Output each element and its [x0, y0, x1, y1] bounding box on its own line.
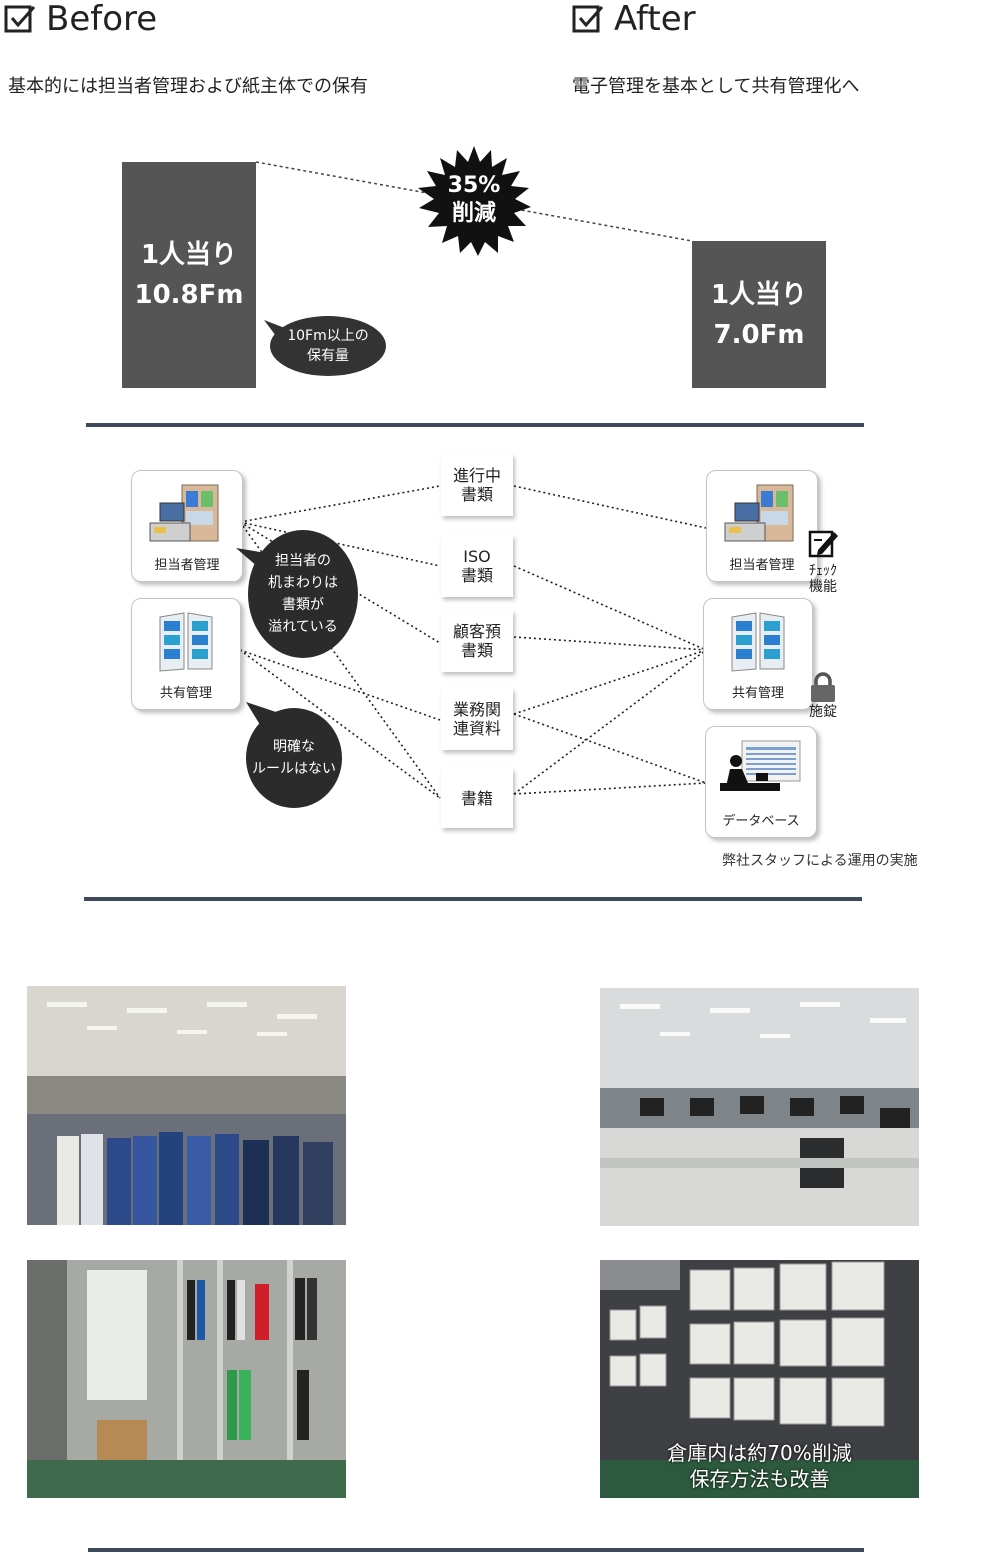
bar-after-label: 1人当り: [710, 279, 808, 310]
doc-label: 顧客預: [452, 622, 501, 641]
bubble-no-rules: 明確な ルールはない: [246, 708, 342, 808]
photo-after-office: [600, 988, 919, 1226]
holding-note-bubble: 10Fm以上の 保有量: [270, 316, 386, 376]
feature-check-line: ﾁｪｯｸ: [809, 563, 837, 579]
holding-note-tail: [264, 320, 290, 344]
doc-label: 業務関: [452, 700, 501, 719]
holding-note-line1: 10Fm以上の: [287, 328, 369, 344]
operation-note: 弊社スタッフによる運用の実施: [722, 853, 918, 869]
card-label: データベース: [722, 814, 800, 829]
bubble-desk-overflow: 担当者の 机まわりは 書類が 溢れている: [248, 530, 358, 658]
doc-label: 書類: [460, 641, 493, 660]
bar-after-value: 7.0Fm: [713, 319, 805, 350]
caption-line: 倉庫内は約70%削減: [667, 1441, 852, 1465]
section-divider-3: [88, 1548, 864, 1552]
doc-business: 業務関 連資料: [441, 688, 513, 750]
reduction-percent: 35%: [447, 173, 501, 198]
photo-before-office: [27, 986, 346, 1225]
card-shared-managed-after: 共有管理: [703, 598, 813, 710]
burst-badge: 35% 削減: [416, 146, 532, 256]
doc-iso: ISO 書類: [441, 535, 513, 597]
bubble-line: ルールはない: [252, 761, 336, 777]
reduction-label: 削減: [451, 201, 496, 226]
section-divider-1: [86, 423, 864, 427]
doc-label: 書類: [460, 485, 493, 504]
after-header: After: [572, 0, 696, 39]
card-database: データベース: [705, 726, 817, 838]
shelf-icon: [731, 612, 785, 672]
bubble-line: 明確な: [273, 739, 315, 755]
doc-label: 書類: [460, 566, 493, 585]
bubble-tail-2: [246, 702, 282, 728]
shelf-icon: [159, 612, 213, 672]
bar-after: 1人当り 7.0Fm: [692, 241, 826, 388]
card-label: 共有管理: [159, 686, 212, 701]
bar-before: 1人当り 10.8Fm: [122, 162, 256, 388]
card-person-managed-before: 担当者管理: [131, 470, 243, 582]
feature-check: ﾁｪｯｸ 機能: [800, 563, 846, 595]
doc-label: 進行中: [452, 466, 501, 485]
cabinet-icon: [724, 484, 794, 542]
connector-lines: [239, 485, 707, 799]
bar-before-value: 10.8Fm: [134, 280, 244, 310]
lock-icon: [811, 672, 835, 702]
doc-books: 書籍: [441, 768, 513, 828]
checkbox-icon: [572, 5, 604, 33]
doc-customer: 顧客預 書類: [441, 610, 513, 672]
feature-lock: 施錠: [809, 704, 837, 720]
before-subtitle: 基本的には担当者管理および紙主体での保有: [8, 76, 368, 97]
before-title: Before: [46, 0, 158, 39]
card-label: 担当者管理: [154, 558, 220, 573]
doc-label: ISO: [463, 547, 491, 566]
card-label: 共有管理: [731, 686, 784, 701]
caption-line: 保存方法も改善: [689, 1467, 830, 1491]
doc-label: 連資料: [452, 719, 501, 738]
bubble-line: 机まわりは: [268, 575, 338, 591]
holding-note-line2: 保有量: [307, 348, 349, 364]
after-title: After: [614, 0, 696, 39]
bubble-line: 書類が: [282, 597, 324, 613]
card-person-managed-after: 担当者管理: [706, 470, 818, 582]
card-label: 担当者管理: [729, 558, 795, 573]
feature-check-line: 機能: [809, 579, 837, 595]
checkbox-icon: [4, 5, 36, 33]
storage-reduction-caption: 倉庫内は約70%削減 保存方法も改善: [600, 1440, 919, 1492]
card-shared-managed-before: 共有管理: [131, 598, 241, 710]
cabinet-icon: [149, 484, 219, 542]
photo-after-storage: 倉庫内は約70%削減 保存方法も改善: [600, 1260, 919, 1498]
doc-in-progress: 進行中 書類: [441, 454, 513, 516]
bar-before-label: 1人当り: [140, 240, 238, 270]
bubble-line: 溢れている: [268, 619, 338, 635]
photo-before-storage: [27, 1260, 346, 1498]
doc-label: 書籍: [460, 788, 493, 808]
before-header: Before: [4, 0, 158, 39]
database-icon: [720, 740, 801, 791]
reduction-trend-lines: [255, 161, 693, 242]
after-subtitle: 電子管理を基本として共有管理化へ: [572, 76, 860, 97]
memo-icon: [808, 530, 838, 558]
bubble-line: 担当者の: [275, 553, 331, 569]
section-divider-2: [84, 897, 862, 901]
